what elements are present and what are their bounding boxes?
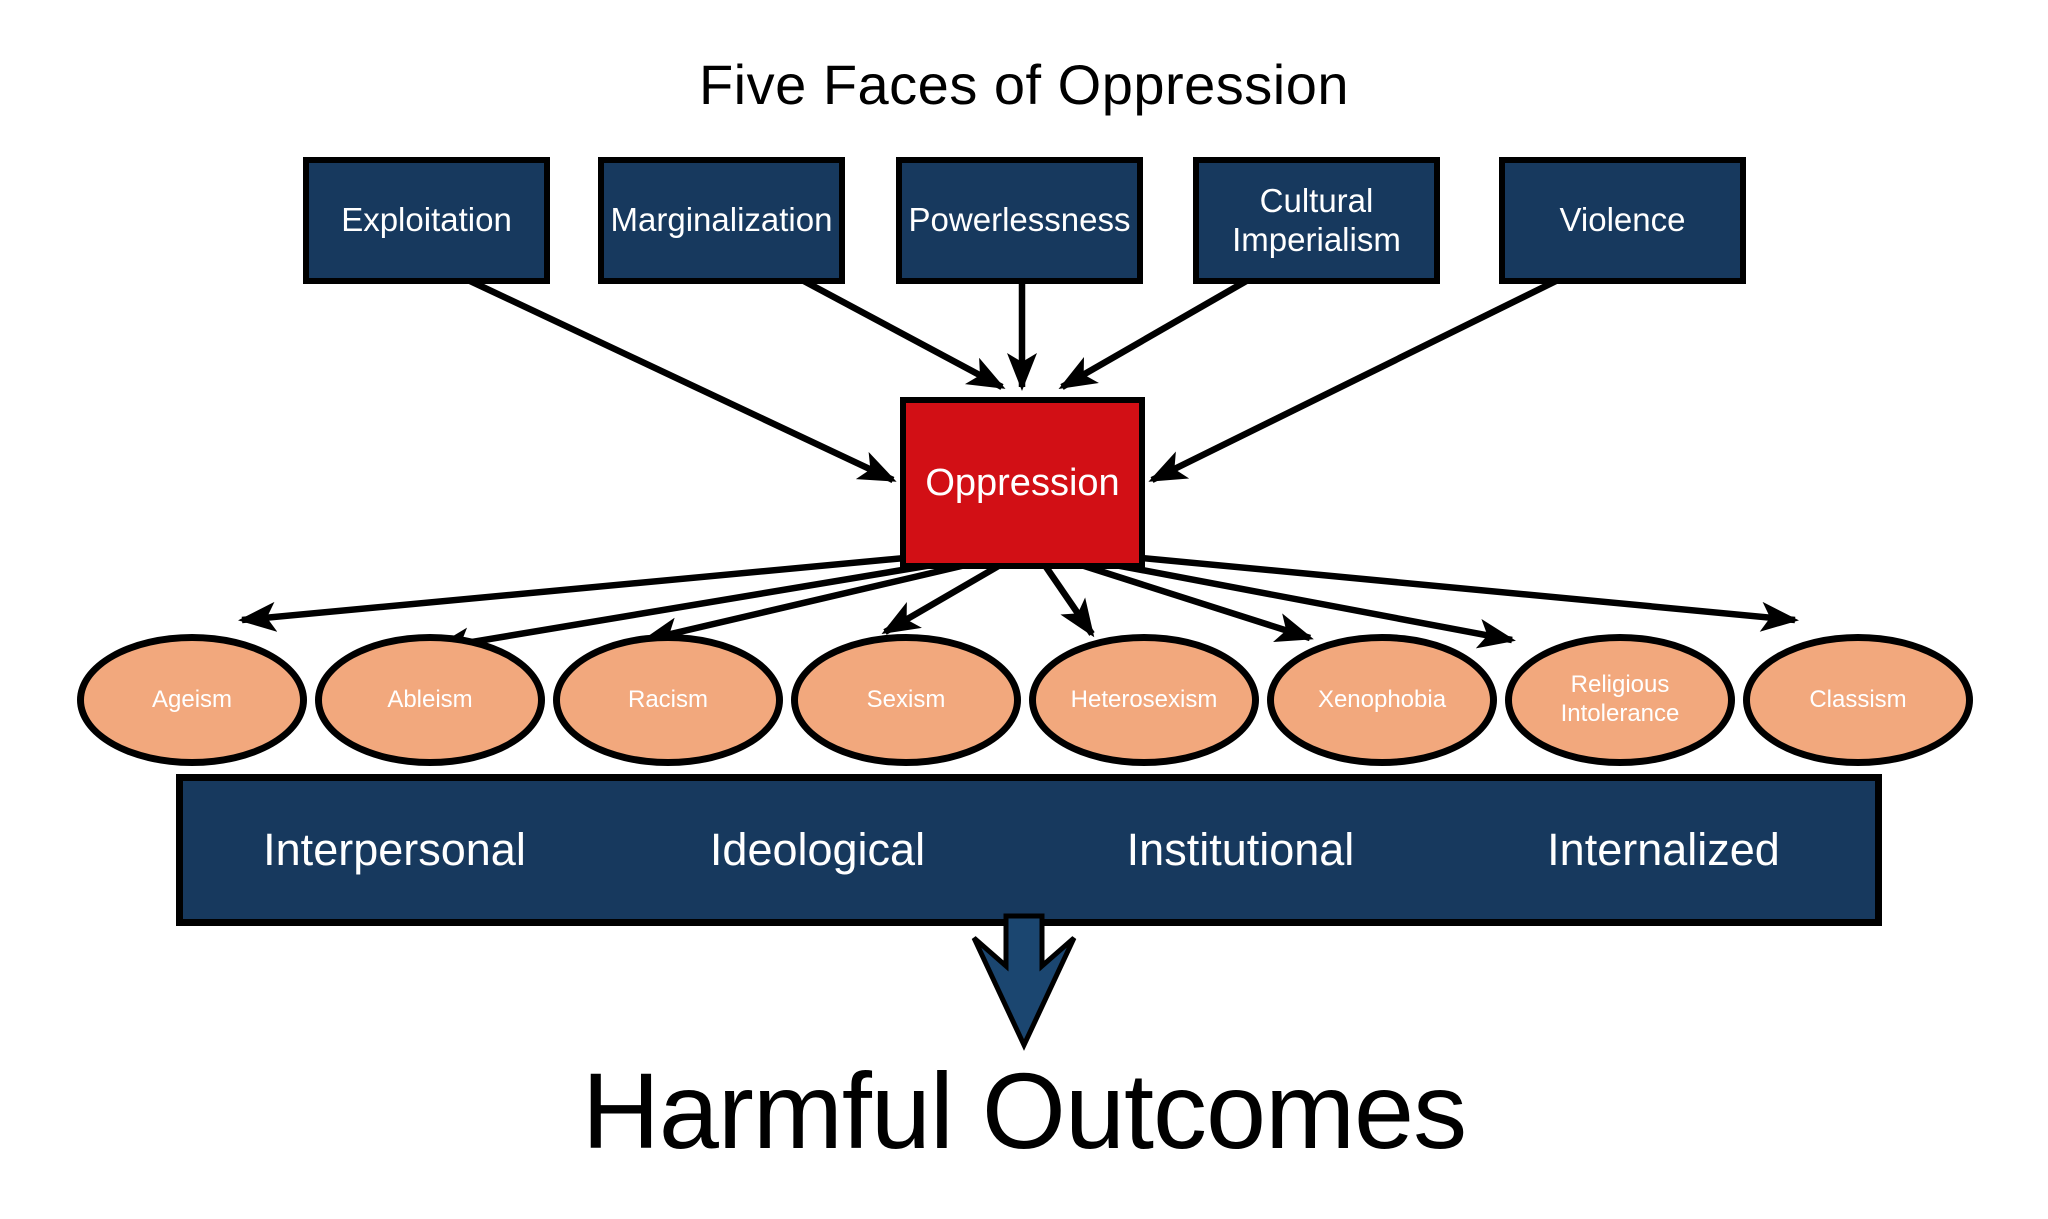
ism-ellipse-religious-intolerance: Religious Intolerance bbox=[1505, 634, 1735, 766]
ism-label: Racism bbox=[627, 685, 708, 713]
arrow-oppression-to-heterosexism bbox=[1041, 562, 1095, 638]
arrow-violence-to-oppression bbox=[1148, 277, 1560, 483]
face-box-exploitation: Exploitation bbox=[303, 157, 550, 284]
oppression-label: Oppression bbox=[925, 461, 1120, 504]
levels-bar: Interpersonal Ideological Institutional … bbox=[176, 774, 1882, 926]
ism-label: Classism bbox=[1809, 685, 1907, 713]
level-label-institutional: Institutional bbox=[1126, 824, 1355, 875]
arrow-oppression-to-racism bbox=[641, 560, 971, 647]
ism-label: Sexism bbox=[866, 685, 946, 713]
arrow-oppression-to-xenophobia bbox=[1077, 560, 1314, 642]
level-label-internalized: Internalized bbox=[1547, 824, 1780, 875]
level-label-interpersonal: Interpersonal bbox=[263, 824, 526, 875]
ism-label: Ageism bbox=[151, 685, 233, 713]
face-box-marginalization: Marginalization bbox=[598, 157, 845, 284]
face-label: Violence bbox=[1559, 201, 1686, 239]
ism-label: Ableism bbox=[387, 685, 473, 713]
diagram-title: Five Faces of Oppression bbox=[698, 53, 1350, 116]
arrow-oppression-to-ableism bbox=[432, 560, 939, 658]
ism-ellipse-ageism: Ageism bbox=[77, 634, 307, 766]
ism-ellipse-heterosexism: Heterosexism bbox=[1029, 634, 1259, 766]
face-label: Powerlessness bbox=[908, 201, 1131, 239]
arrow-oppression-to-ageism bbox=[238, 554, 906, 632]
ism-label: Religious Intolerance bbox=[1560, 671, 1680, 727]
ism-ellipse-ableism: Ableism bbox=[315, 634, 545, 766]
face-box-violence: Violence bbox=[1499, 157, 1746, 284]
face-label: Exploitation bbox=[341, 201, 512, 239]
ism-ellipse-racism: Racism bbox=[553, 634, 783, 766]
face-label: Marginalization bbox=[610, 201, 833, 239]
arrow-marginalization-to-oppression bbox=[800, 277, 1006, 390]
arrow-cultural-imperialism-to-oppression bbox=[1058, 277, 1250, 390]
ism-label: Heterosexism bbox=[1070, 685, 1218, 713]
level-label-ideological: Ideological bbox=[709, 824, 926, 875]
oppression-box: Oppression bbox=[900, 397, 1145, 569]
face-label: Cultural Imperialism bbox=[1232, 181, 1401, 258]
ism-ellipse-xenophobia: Xenophobia bbox=[1267, 634, 1497, 766]
outcome-title: Harmful Outcomes bbox=[581, 1050, 1467, 1171]
arrow-oppression-to-sexism bbox=[881, 561, 1004, 635]
arrow-oppression-to-classism bbox=[1141, 554, 1799, 632]
ism-label: Xenophobia bbox=[1317, 685, 1447, 713]
face-box-powerlessness: Powerlessness bbox=[896, 157, 1143, 284]
arrow-exploitation-to-oppression bbox=[466, 277, 897, 483]
ism-ellipse-sexism: Sexism bbox=[791, 634, 1021, 766]
face-box-cultural-imperialism: Cultural Imperialism bbox=[1193, 157, 1440, 284]
ism-ellipse-classism: Classism bbox=[1743, 634, 1973, 766]
arrow-oppression-to-religious-intolerance bbox=[1109, 560, 1516, 649]
